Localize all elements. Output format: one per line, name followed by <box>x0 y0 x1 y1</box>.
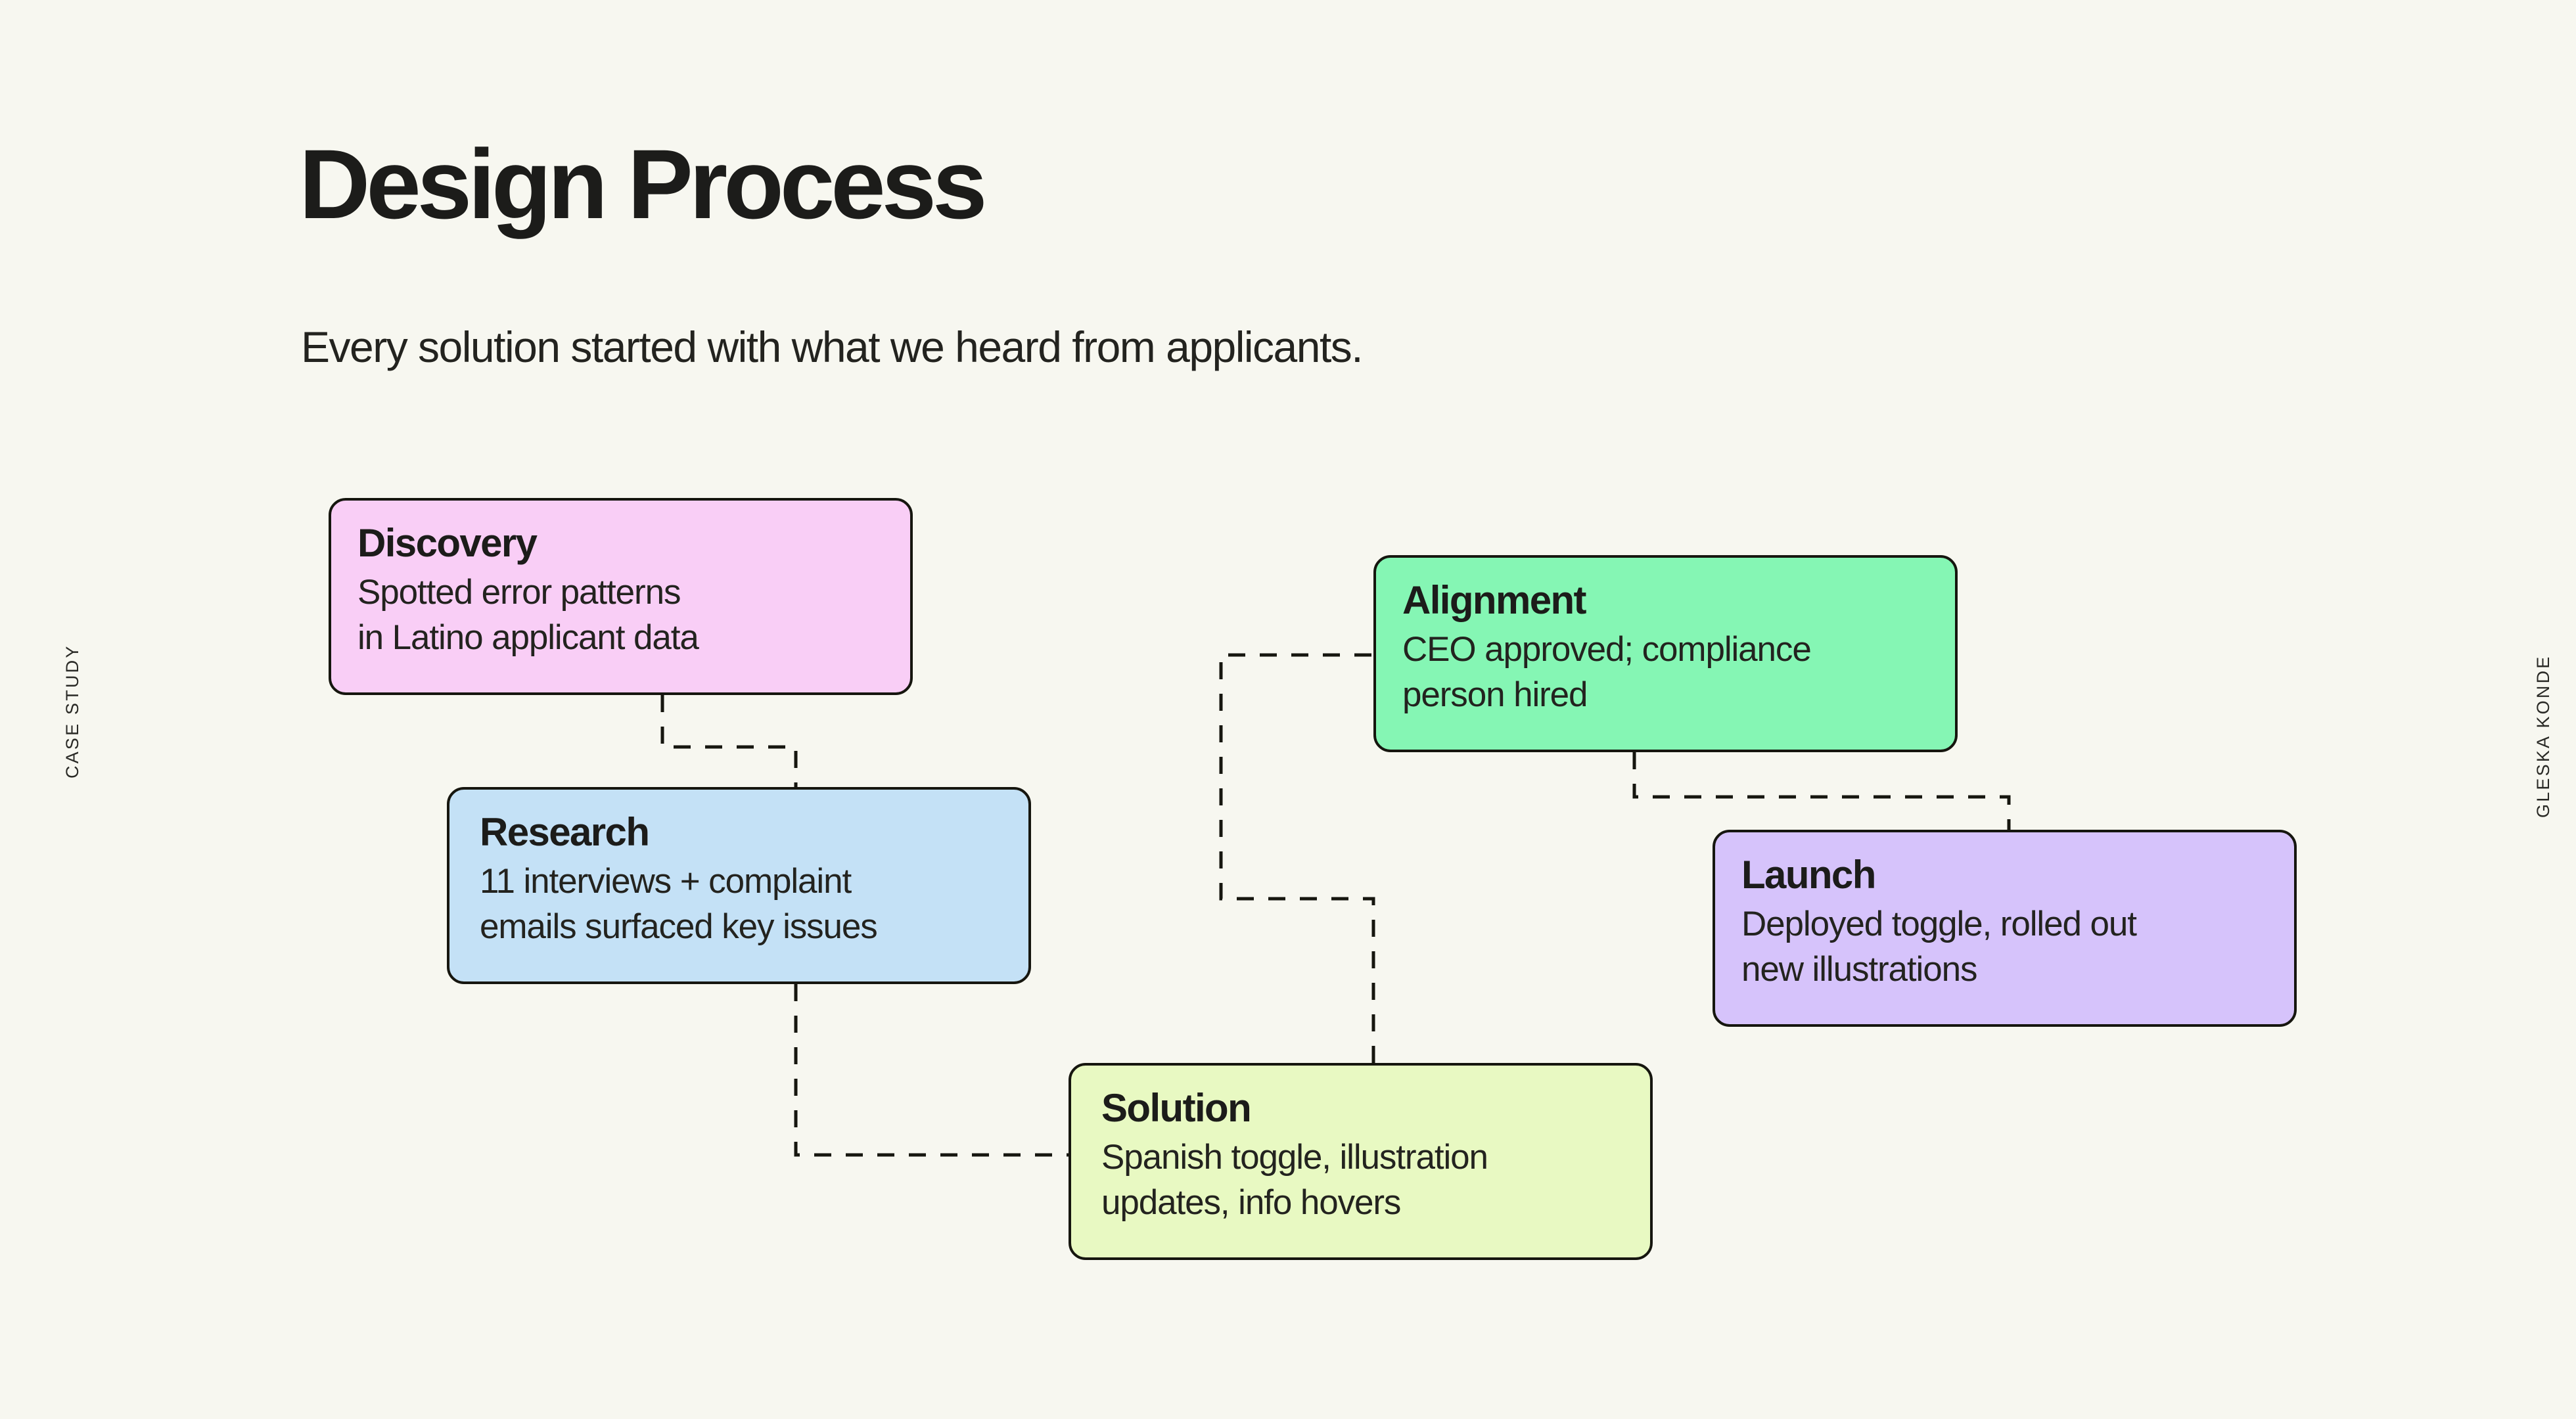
card-solution-title: Solution <box>1101 1086 1252 1130</box>
connector-solution-to-alignment <box>1219 653 1375 1063</box>
connector-discovery-to-research <box>660 695 798 787</box>
card-discovery-body: Spotted error patterns in Latino applica… <box>357 573 699 658</box>
connector-research-to-solution <box>794 984 1069 1157</box>
page-title: Design Process <box>299 129 988 239</box>
card-research[interactable]: Research 11 interviews + complaint email… <box>447 787 1031 984</box>
card-launch-title: Launch <box>1741 853 1876 897</box>
card-solution-body: Spanish toggle, illustration updates, in… <box>1101 1138 1488 1223</box>
card-discovery[interactable]: Discovery Spotted error patterns in Lati… <box>329 498 913 695</box>
page-subtitle: Every solution started with what we hear… <box>301 323 1364 371</box>
card-research-title: Research <box>480 810 650 854</box>
card-research-body: 11 interviews + complaint emails surface… <box>480 862 878 947</box>
side-label-gleska-konde: GLESKA KONDE <box>2533 654 2553 818</box>
card-solution[interactable]: Solution Spanish toggle, illustration up… <box>1069 1063 1653 1260</box>
card-discovery-title: Discovery <box>357 521 538 565</box>
card-alignment-body: CEO approved; compliance person hired <box>1402 630 1812 715</box>
card-launch-body: Deployed toggle, rolled out new illustra… <box>1741 905 2137 989</box>
connector-alignment-to-launch <box>1632 752 2011 830</box>
card-launch[interactable]: Launch Deployed toggle, rolled out new i… <box>1713 830 2297 1027</box>
side-label-case-study: CASE STUDY <box>62 644 82 778</box>
card-alignment[interactable]: Alignment CEO approved; compliance perso… <box>1373 555 1958 752</box>
card-alignment-title: Alignment <box>1402 578 1587 622</box>
